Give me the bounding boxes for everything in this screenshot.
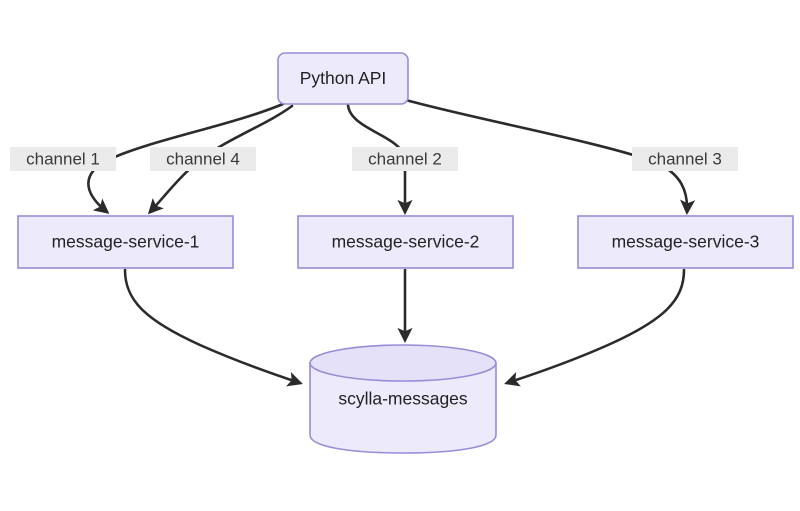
edge-label-channel-3-chip [632, 147, 738, 171]
node-python-api-shape [277, 52, 409, 105]
edge-label-channel-2-text: channel 2 [368, 149, 442, 168]
edge-label-channel-4-chip [150, 147, 256, 171]
edge-label-channel-4: channel 4 [150, 147, 256, 171]
node-message-service-2-label: message-service-2 [332, 232, 480, 252]
node-python-api-label: Python API [300, 68, 387, 88]
node-message-service-2-shape [297, 215, 514, 269]
node-message-service-3-label: message-service-3 [612, 232, 760, 252]
edges-layer [87, 98, 696, 387]
edge-label-channel-2: channel 2 [352, 147, 458, 171]
cylinder-body [309, 362, 497, 454]
edge-label-channel-3-text: channel 3 [648, 149, 722, 168]
edge-ms3-to-db [504, 268, 686, 387]
edge-label-channel-2-chip [352, 147, 458, 171]
node-message-service-1[interactable]: message-service-1 [17, 215, 234, 269]
edge-api-to-ms3-channel3 [404, 98, 696, 216]
cylinder-top-ellipse [309, 344, 497, 382]
node-message-service-3[interactable]: message-service-3 [577, 215, 794, 269]
node-scylla-messages-database[interactable]: scylla-messages [309, 344, 497, 454]
node-message-service-1-shape [17, 215, 234, 269]
edge-api-to-ms1-channel1 [87, 102, 285, 214]
edge-label-channel-1-chip [10, 147, 116, 171]
edge-label-channel-1-text: channel 1 [26, 149, 100, 168]
edge-label-channel-3: channel 3 [632, 147, 738, 171]
edge-labels-layer: channel 1 channel 4 channel 2 channel 3 [10, 147, 738, 171]
node-message-service-3-shape [577, 215, 794, 269]
node-python-api[interactable]: Python API [277, 52, 409, 105]
node-message-service-2[interactable]: message-service-2 [297, 215, 514, 269]
edge-label-channel-1: channel 1 [10, 147, 116, 171]
edge-ms1-to-db [123, 268, 303, 387]
node-message-service-1-label: message-service-1 [52, 232, 200, 252]
nodes-layer: Python API message-service-1 message-ser… [17, 52, 794, 454]
node-scylla-messages-label: scylla-messages [338, 389, 468, 409]
edge-label-channel-4-text: channel 4 [166, 149, 240, 168]
